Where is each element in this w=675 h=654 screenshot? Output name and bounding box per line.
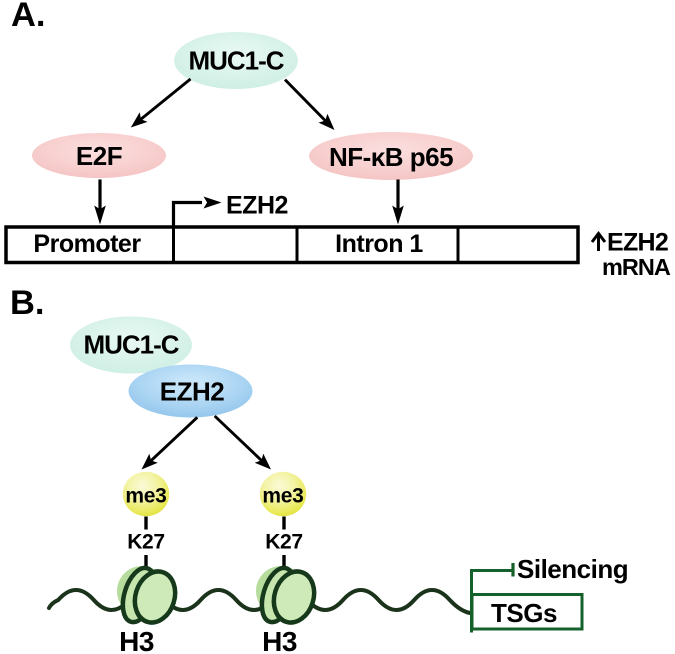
svg-text:Promoter: Promoter bbox=[33, 230, 141, 258]
svg-text:EZH2: EZH2 bbox=[226, 192, 288, 220]
svg-text:K27: K27 bbox=[127, 531, 165, 554]
svg-text:MUC1-C: MUC1-C bbox=[83, 330, 179, 360]
svg-text:NF-κB p65: NF-κB p65 bbox=[329, 142, 453, 172]
svg-text:me3: me3 bbox=[125, 485, 166, 508]
svg-text:E2F: E2F bbox=[76, 141, 122, 171]
svg-text:EZH2: EZH2 bbox=[160, 377, 225, 407]
svg-text:Intron 1: Intron 1 bbox=[335, 230, 423, 258]
svg-text:H3: H3 bbox=[262, 626, 297, 654]
svg-text:B.: B. bbox=[10, 284, 45, 322]
svg-text:EZH2: EZH2 bbox=[607, 229, 668, 257]
svg-text:MUC1-C: MUC1-C bbox=[188, 46, 284, 76]
svg-text:Silencing: Silencing bbox=[517, 554, 628, 584]
svg-text:mRNA: mRNA bbox=[602, 254, 671, 280]
svg-text:K27: K27 bbox=[265, 531, 303, 554]
svg-text:H3: H3 bbox=[119, 626, 154, 654]
svg-text:A.: A. bbox=[11, 0, 46, 34]
svg-text:TSGs: TSGs bbox=[491, 598, 557, 628]
svg-text:me3: me3 bbox=[262, 485, 303, 508]
